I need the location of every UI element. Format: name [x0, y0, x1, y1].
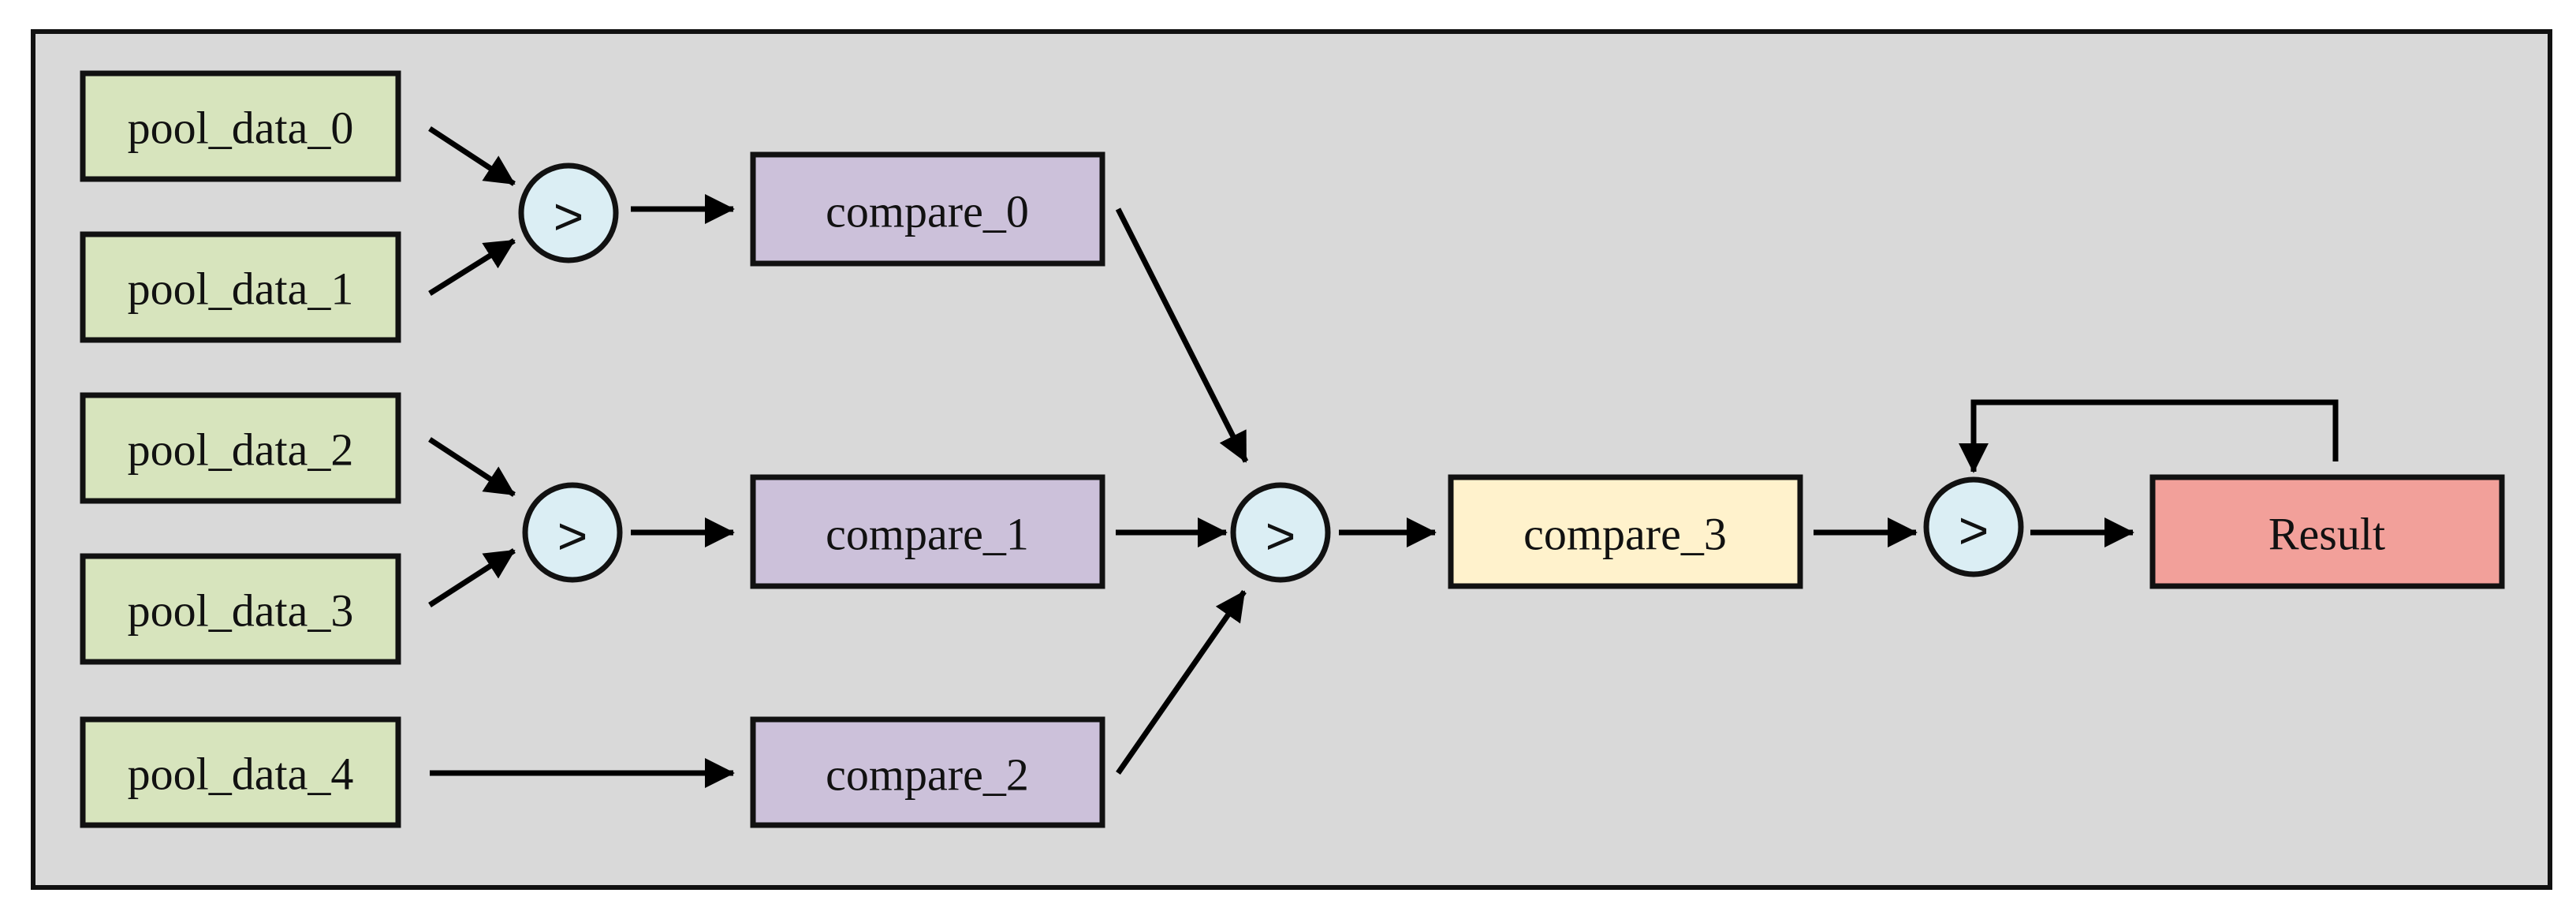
node-label: compare_0 [826, 186, 1029, 237]
operator-gt_b: > [522, 482, 623, 583]
node-pool_data_3: pool_data_3 [80, 553, 401, 665]
edge-pool_data_3-to-gt_b [428, 548, 516, 607]
edge-compare_2-to-gt_c [1116, 590, 1247, 775]
node-result: Result [2149, 474, 2505, 589]
node-compare_1: compare_1 [750, 474, 1105, 589]
node-box [80, 553, 401, 665]
operator-gt_c: > [1230, 482, 1331, 583]
node-label: pool_data_1 [128, 263, 354, 315]
operator-symbol: > [1266, 506, 1296, 565]
node-box [750, 474, 1105, 589]
node-label: pool_data_2 [128, 424, 354, 476]
edge-pool_data_1-to-gt_a [428, 238, 516, 296]
edge-pool_data_0-to-gt_a [428, 126, 516, 186]
operator-symbol: > [554, 187, 584, 245]
operator-circle [518, 163, 619, 263]
node-box [750, 151, 1105, 267]
edges [428, 126, 2339, 788]
node-box [80, 392, 401, 504]
operator-symbol: > [557, 506, 588, 565]
node-pool_data_0: pool_data_0 [80, 70, 401, 182]
edge-pool_data_2-to-gt_b [428, 437, 516, 497]
node-label: Result [2268, 509, 2385, 560]
operator-circle [522, 482, 623, 583]
edge-compare_0-to-gt_c [1115, 207, 1249, 463]
node-label: pool_data_0 [128, 103, 354, 154]
node-label: pool_data_4 [128, 749, 354, 800]
node-pool_data_1: pool_data_1 [80, 231, 401, 343]
node-box [1448, 474, 1803, 589]
node-box [80, 716, 401, 828]
operator-circle [1923, 476, 2024, 577]
node-compare_2: compare_2 [750, 716, 1105, 828]
node-box [750, 716, 1105, 828]
operator-gt_d: > [1923, 476, 2024, 577]
operator-symbol: > [1959, 501, 1989, 559]
node-label: pool_data_3 [128, 585, 354, 637]
edge-result-to-gt_d [1959, 399, 2339, 473]
node-label: compare_2 [826, 749, 1029, 801]
diagram-panel [31, 29, 2552, 890]
node-compare_3: compare_3 [1448, 474, 1803, 589]
node-box [80, 231, 401, 343]
node-pool_data_2: pool_data_2 [80, 392, 401, 504]
node-box [80, 70, 401, 182]
operator-circle [1230, 482, 1331, 583]
operator-gt_a: > [518, 163, 619, 263]
node-box [2149, 474, 2505, 589]
node-compare_0: compare_0 [750, 151, 1105, 267]
node-label: compare_3 [1523, 509, 1727, 560]
node-pool_data_4: pool_data_4 [80, 716, 401, 828]
node-label: compare_1 [826, 509, 1029, 560]
